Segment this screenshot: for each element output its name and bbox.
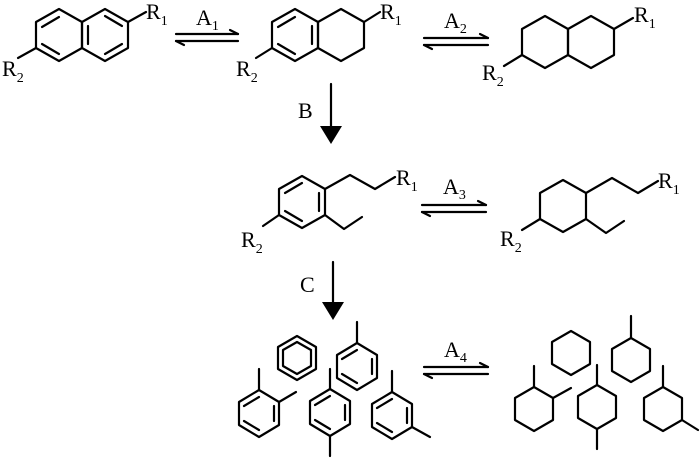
alkylbenzene-r2-label: R2 (241, 227, 263, 257)
a1-label: A1 (196, 5, 219, 34)
equilibrium-arrow-a3: A3 (420, 174, 488, 218)
equilibrium-arrow-a4: A4 (422, 337, 490, 380)
tetralin-r1-label: R1 (380, 0, 402, 29)
methylcyclohexane-ring (610, 314, 652, 384)
a4-label: A4 (444, 337, 467, 366)
c-label: C (300, 272, 315, 297)
toluene-ring (335, 320, 379, 392)
dimethylcyclohexane-ortho-ring (513, 364, 573, 433)
naph-r1-label: R1 (146, 0, 168, 29)
a2-label: A2 (444, 8, 467, 37)
tetralin-molecule: R1 R2 (236, 0, 402, 86)
naphthalene-molecule: R1 R2 (2, 0, 168, 86)
decalin-r2-label: R2 (482, 60, 504, 90)
meta-xylene-ring (370, 369, 432, 441)
dialkylbenzene-molecule: R1 R2 (241, 165, 418, 257)
ortho-xylene-ring (237, 367, 298, 439)
naphthenic-products (513, 314, 700, 451)
alkylbenzene-r1-label: R1 (396, 165, 418, 195)
benzene-ring (276, 334, 318, 382)
cyclohexane-ring (550, 329, 592, 377)
a3-label: A3 (443, 174, 466, 203)
cyclohexane-r1-label: R1 (658, 168, 680, 198)
reaction-arrow-c: C (300, 260, 344, 320)
dimethylcyclohexane-meta-ring (642, 364, 700, 433)
decalin-r1-label: R1 (634, 2, 656, 32)
decalin-molecule: R1 R2 (482, 2, 656, 90)
naph-r2-label: R2 (2, 56, 24, 86)
equilibrium-arrow-a2: A2 (422, 8, 490, 51)
b-label: B (298, 98, 313, 123)
cyclohexane-r2-label: R2 (500, 226, 522, 256)
reaction-arrow-b: B (298, 82, 342, 144)
aromatic-products (237, 320, 432, 458)
equilibrium-arrow-a1: A1 (174, 5, 240, 47)
para-xylene-ring (308, 367, 352, 458)
dialkylcyclohexane-molecule: R1 R2 (500, 168, 680, 256)
tetralin-r2-label: R2 (236, 56, 258, 86)
dimethylcyclohexane-para-ring (576, 363, 618, 451)
